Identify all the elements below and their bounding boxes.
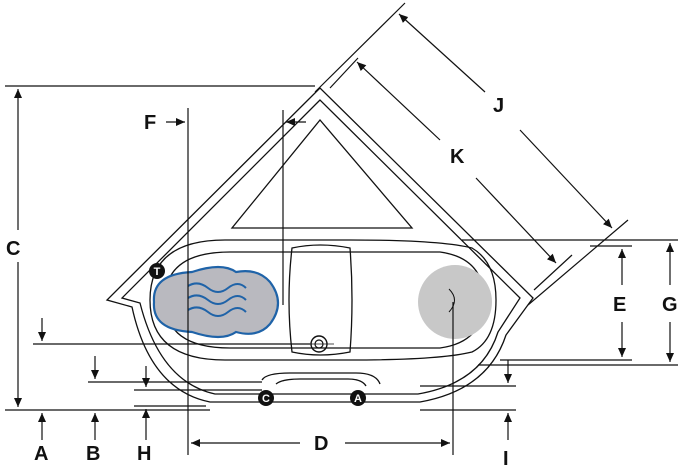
svg-text:T: T xyxy=(154,266,161,278)
tub-outer-deck xyxy=(105,87,534,403)
jet-zone-right-headrest xyxy=(448,288,455,313)
badge-c: C xyxy=(258,390,274,406)
svg-text:A: A xyxy=(354,393,362,405)
label-a: A xyxy=(34,443,48,465)
dim-j-bottom-extension xyxy=(527,219,629,306)
dim-j-top-extension xyxy=(314,2,406,93)
dim-k-arrow-top xyxy=(356,61,441,141)
dim-j-arrow-bottom xyxy=(519,129,613,229)
label-h: H xyxy=(137,443,151,465)
label-j: J xyxy=(493,95,504,117)
badge-a: A xyxy=(350,390,366,406)
label-d: D xyxy=(314,433,328,455)
dim-j-arrow-top xyxy=(398,13,486,93)
badge-t: T xyxy=(149,263,165,279)
label-g: G xyxy=(662,294,678,316)
label-e: E xyxy=(613,294,626,316)
tub-inner-deck xyxy=(120,99,521,395)
dim-k-top-extension xyxy=(329,57,359,89)
label-i: I xyxy=(503,448,509,467)
label-b: B xyxy=(86,443,100,465)
tub-basin xyxy=(149,239,497,361)
jet-zone-right xyxy=(418,265,492,339)
air-bubble-zone-icon xyxy=(152,265,280,339)
tub-outline xyxy=(105,87,534,403)
tub-front-step xyxy=(261,372,381,385)
label-f: F xyxy=(144,112,156,134)
label-k: K xyxy=(450,146,465,168)
dim-k-arrow-bottom xyxy=(475,177,557,264)
tub-front-step-inner xyxy=(275,378,367,387)
svg-text:C: C xyxy=(262,393,270,405)
tub-corner-seat xyxy=(230,118,414,229)
dimension-lines xyxy=(5,2,678,455)
tub-footwell xyxy=(288,244,353,356)
label-c: C xyxy=(6,238,20,260)
dim-k-bottom-extension xyxy=(533,254,573,291)
dimension-labels: C F J K E G D A B H I xyxy=(6,95,678,467)
